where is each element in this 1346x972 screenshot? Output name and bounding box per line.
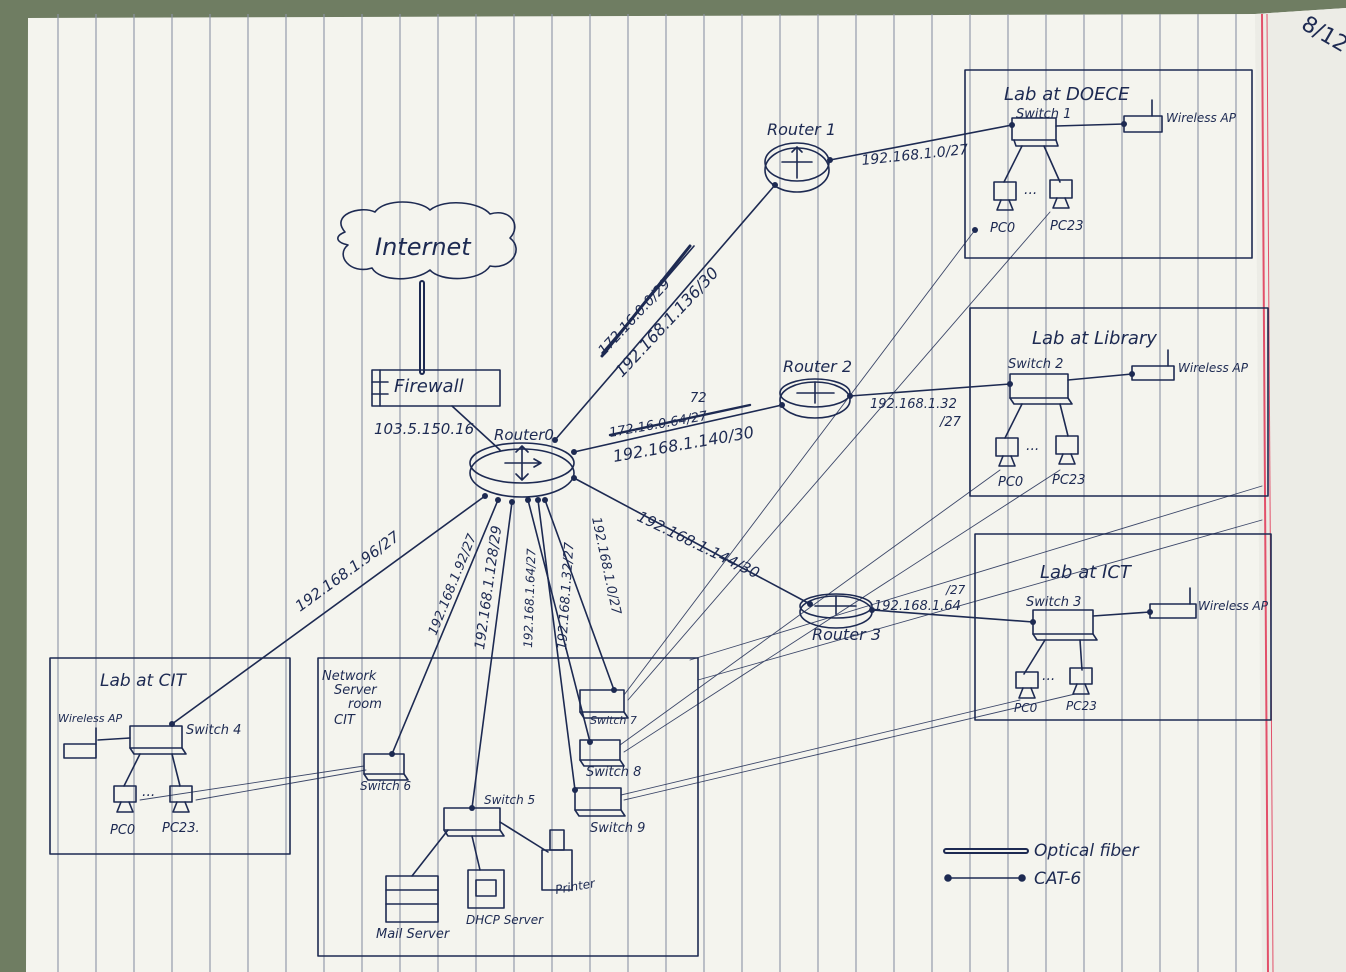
switch4-icon	[129, 725, 183, 749]
switch6-label: Switch 6	[360, 779, 411, 793]
router1-label: Router 1	[767, 120, 836, 139]
ruled-lines	[28, 14, 1258, 972]
link-label-r3-switch3: 192.168.1.64	[874, 599, 961, 614]
lab-cit-pc23: PC23.	[162, 821, 200, 836]
server-room-title-1: Network	[322, 669, 377, 684]
switch8-icon	[579, 739, 621, 761]
router0-label: Router0	[494, 426, 554, 444]
link-label-r3-switch3-mask: /27	[945, 583, 966, 597]
link-router0-router1	[554, 184, 776, 441]
link-router0-switch4	[171, 495, 486, 725]
lab-library-pc0: PC0	[998, 475, 1023, 490]
link-router0-switch6	[391, 499, 499, 755]
lab-library-title: Lab at Library	[1032, 328, 1157, 349]
link-router0-router2	[573, 404, 783, 453]
link-label-r2-switch2: 192.168.1.32	[870, 397, 957, 412]
lab-cit-switch-label: Switch 4	[186, 723, 241, 738]
link-router0-switch5	[471, 501, 513, 809]
legend-fiber-label: Optical fiber	[1034, 841, 1140, 861]
pc-icon	[1055, 435, 1079, 455]
link-router1-switch1	[829, 124, 1013, 161]
firewall-label: Firewall	[394, 376, 464, 397]
lab-doece-pc0: PC0	[990, 221, 1015, 236]
lab-doece-box	[964, 69, 1253, 259]
link-label-r2-switch2-mask: /27	[939, 415, 962, 430]
switch1-icon	[1011, 117, 1057, 141]
switch8-label: Switch 8	[586, 765, 641, 780]
switch6-icon	[363, 753, 405, 775]
link-switch7-switch1	[623, 229, 976, 696]
server-room-box	[317, 657, 699, 957]
pc-icon	[169, 785, 193, 803]
link-label-r0-r2-struck-num: 72	[690, 391, 707, 406]
lab-ict-ap-label: Wireless AP	[1198, 599, 1269, 613]
lab-library-pc-dots: ...	[1026, 438, 1039, 454]
lab-ict-pc-dots: ...	[1042, 668, 1055, 684]
mail-server-label: Mail Server	[376, 927, 451, 942]
server-room-title-2: Server	[334, 683, 378, 698]
link-router2-switch2	[849, 383, 1011, 397]
link-switch6-cit-pcs	[139, 765, 365, 801]
lab-doece-ap-label: Wireless AP	[1166, 111, 1237, 125]
router3-label: Router 3	[812, 625, 881, 644]
lab-cit-pc-dots: ...	[142, 784, 155, 800]
dhcp-server-icon	[467, 869, 505, 909]
pc-icon	[1015, 671, 1039, 689]
lab-doece-pc-dots: ...	[1024, 182, 1037, 198]
server-room-title-3: room	[348, 697, 382, 712]
lab-library-pc23: PC23	[1052, 473, 1085, 488]
link-router0-switch9	[537, 499, 576, 791]
lab-cit-box	[49, 657, 291, 855]
lab-ict-pc23: PC23	[1066, 699, 1097, 713]
page-right-strip	[1255, 8, 1346, 972]
pc-icon	[113, 785, 137, 803]
lab-ict-switch-label: Switch 3	[1026, 595, 1081, 610]
firewall-icon	[371, 369, 501, 407]
switch9-label: Switch 9	[590, 821, 645, 836]
pc-icon	[993, 181, 1017, 201]
lab-cit-pc0: PC0	[110, 823, 135, 838]
margin-line	[1261, 13, 1269, 972]
server-room-title-4: CIT	[334, 713, 356, 728]
lab-ict-title: Lab at ICT	[1040, 562, 1133, 583]
internet-label: Internet	[375, 233, 472, 261]
lab-cit-title: Lab at CIT	[100, 671, 187, 691]
dhcp-server-label: DHCP Server	[466, 913, 544, 927]
link-label-r0-switch7: 192.168.1.64/27	[521, 548, 538, 648]
mail-server-icon	[385, 875, 439, 923]
lab-doece-switch-label: Switch 1	[1016, 107, 1071, 122]
pc-icon	[1069, 667, 1093, 685]
switch7-icon	[579, 689, 625, 713]
link-switch9-switch3	[620, 699, 1021, 796]
pc-icon	[1049, 179, 1073, 199]
lab-ict-box	[974, 533, 1272, 721]
wireless-ap-icon	[63, 743, 97, 759]
switch9-icon	[574, 787, 622, 811]
switch5-label: Switch 5	[484, 793, 535, 807]
link-switch8-switch2	[619, 469, 1001, 746]
lab-doece-pc23: PC23	[1050, 219, 1083, 234]
lab-library-switch-label: Switch 2	[1008, 357, 1063, 372]
link-router3-switch3	[871, 609, 1034, 623]
lab-ict-pc0: PC0	[1014, 701, 1038, 715]
margin-line-2	[1266, 13, 1274, 972]
pc-icon	[995, 437, 1019, 457]
switch7-label: Switch 7	[590, 714, 637, 727]
link-firewall-router0	[451, 405, 501, 451]
legend-cat6-label: CAT-6	[1034, 869, 1081, 889]
lab-doece-title: Lab at DOECE	[1004, 84, 1130, 105]
router2-label: Router 2	[783, 357, 852, 376]
lab-cit-ap-label: Wireless AP	[58, 712, 123, 725]
lab-library-box	[969, 307, 1269, 497]
lab-library-ap-label: Wireless AP	[1178, 361, 1249, 375]
internet-cloud-icon	[337, 201, 517, 280]
public-ip-label: 103.5.150.16	[374, 420, 474, 438]
link-router0-router3	[573, 477, 811, 605]
